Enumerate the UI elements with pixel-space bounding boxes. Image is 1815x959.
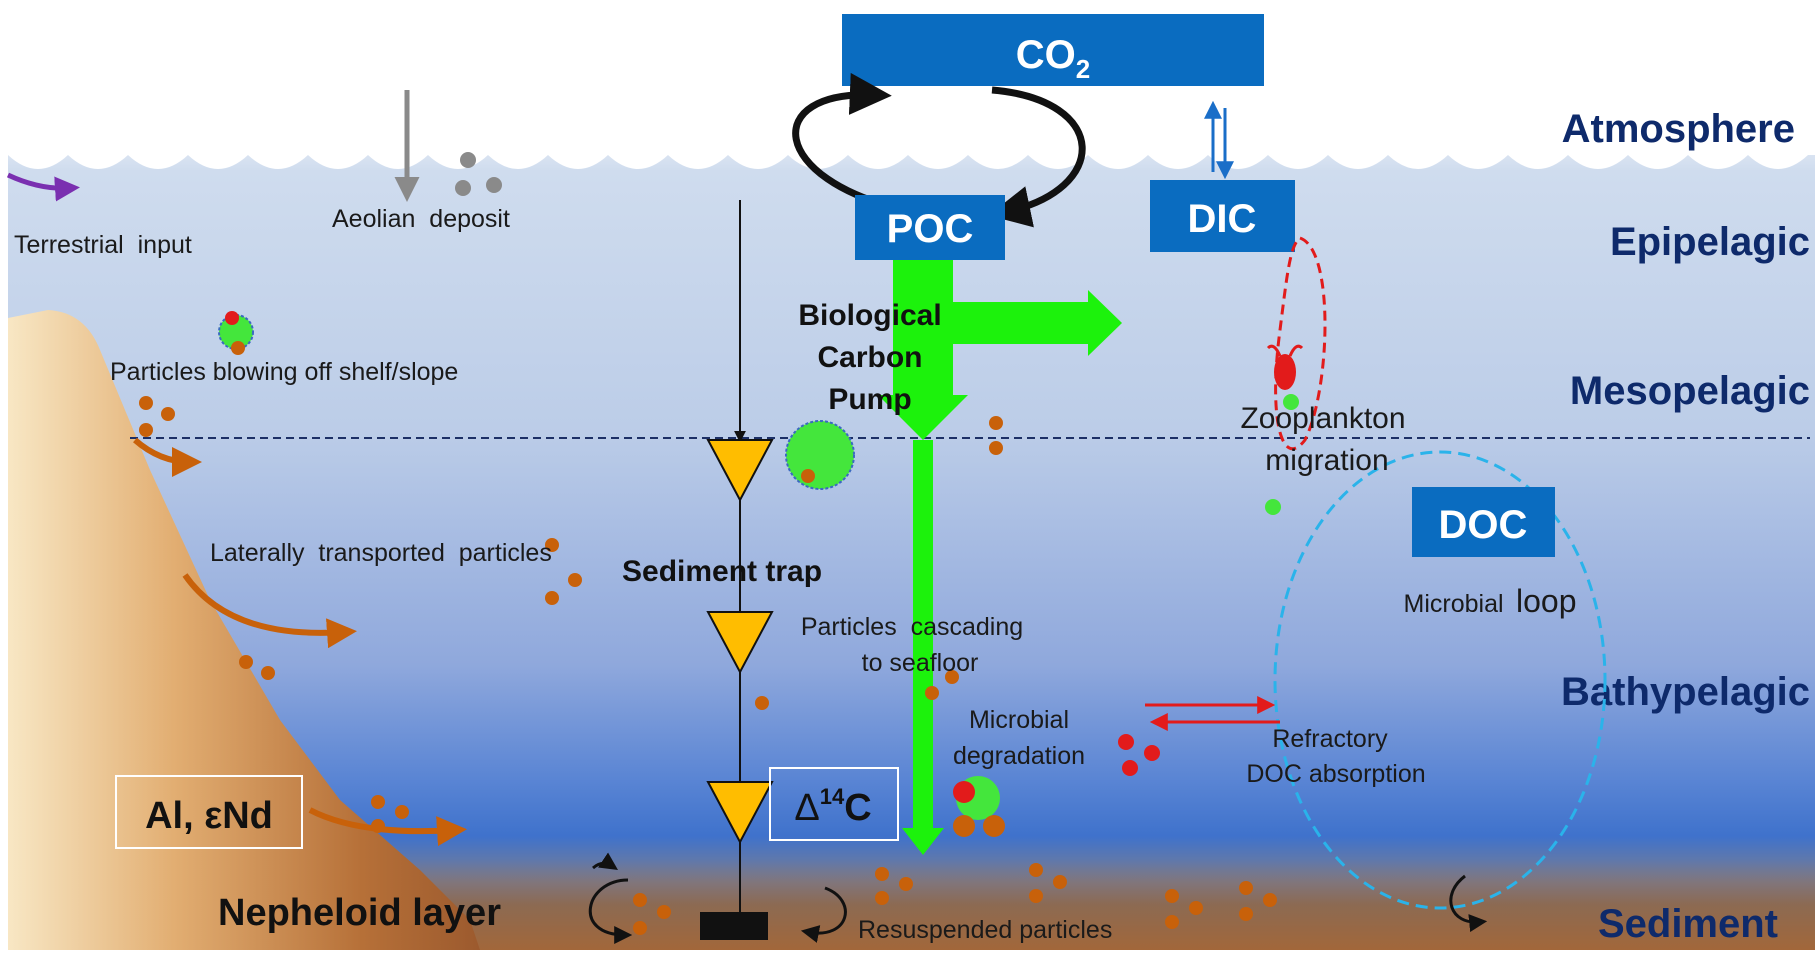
resuspension-arrow	[592, 852, 618, 870]
delta-14c-box: Δ14C	[769, 767, 899, 841]
sea-surface-waves	[8, 95, 1815, 169]
co2-subscript: 2	[1076, 54, 1090, 84]
zooplankton-icon	[1266, 344, 1304, 390]
label-refractory-line2: DOC absorption	[1246, 760, 1425, 788]
resuspension-arrow	[800, 886, 847, 943]
label-particles-shelf: Particles blowing off shelf/slope	[110, 358, 458, 386]
label-cascading-line2: to seafloor	[862, 649, 979, 677]
poc-label: POC	[887, 207, 974, 251]
svg-text:Δ14C: Δ14C	[794, 784, 871, 829]
zone-sediment: Sediment	[1598, 902, 1778, 946]
green-particle	[1283, 394, 1299, 410]
zone-epipelagic: Epipelagic	[1610, 220, 1810, 264]
delta-carbon: C	[844, 787, 871, 829]
terrestrial-input-arrow	[6, 172, 80, 202]
sediment-trap-mooring	[700, 200, 774, 940]
label-refractory-line1: Refractory	[1272, 725, 1388, 753]
co2-box: CO2	[842, 14, 1264, 86]
biological-pump-arrows	[878, 260, 1122, 855]
label-terrestrial-input: Terrestrial input	[14, 231, 192, 259]
label-zooplankton-line1: Zooplankton	[1240, 402, 1405, 435]
red-particles	[225, 311, 1160, 803]
zooplankton-migration-loop	[1274, 236, 1327, 451]
lateral-arrow-1	[133, 437, 202, 477]
label-degradation-line2: degradation	[953, 742, 1085, 770]
microbial-loop-ellipse	[1273, 450, 1607, 910]
label-cascading-line1: Particles cascading	[801, 613, 1023, 641]
sediment-trap-1	[706, 439, 774, 503]
dic-label: DIC	[1188, 197, 1257, 241]
zone-atmosphere: Atmosphere	[1562, 107, 1795, 151]
resuspension-arrow	[588, 878, 633, 944]
lateral-arrow-2	[182, 573, 357, 649]
doc-label: DOC	[1439, 503, 1528, 547]
continental-shelf	[8, 310, 480, 950]
zone-bathypelagic: Bathypelagic	[1561, 670, 1810, 714]
label-bio-pump-line3: Pump	[828, 383, 911, 416]
label-sediment-trap: Sediment trap	[622, 555, 822, 588]
al-end-box: Al, εNd	[115, 775, 303, 849]
label-aeolian-deposit: Aeolian deposit	[332, 205, 510, 233]
cycle-arrow-right	[988, 86, 1086, 228]
label-bio-pump-line1: Biological	[798, 299, 941, 332]
dic-box: DIC	[1150, 180, 1295, 252]
orange-particles	[139, 341, 1277, 935]
svg-text:Microbial loop: Microbial loop	[1404, 583, 1577, 619]
sediment-trap-2	[706, 611, 774, 675]
sediment-trap-3	[706, 781, 774, 845]
label-microbial-loop-a: Microbial	[1404, 590, 1504, 618]
resuspension-arrow	[1449, 874, 1488, 933]
co2-label: CO	[1016, 33, 1076, 77]
green-particle	[1265, 499, 1281, 515]
label-lateral-particles: Laterally transported particles	[210, 539, 552, 567]
label-degradation-line1: Microbial	[969, 706, 1069, 734]
mooring-anchor	[700, 912, 768, 940]
label-bio-pump-line2: Carbon	[818, 341, 923, 374]
doc-box: DOC	[1412, 487, 1555, 557]
label-microbial-loop-b: loop	[1516, 583, 1577, 619]
svg-text:CO2: CO2	[1016, 33, 1090, 84]
label-zooplankton-line2: migration	[1265, 444, 1388, 477]
delta-superscript: 14	[820, 784, 845, 809]
poc-box: POC	[855, 195, 1005, 260]
zone-mesopelagic: Mesopelagic	[1570, 369, 1810, 413]
label-resuspended-particles: Resuspended particles	[858, 916, 1112, 944]
al-end-label: Al, εNd	[145, 795, 273, 837]
aeolian-dust-particles	[455, 152, 502, 196]
delta-symbol: Δ	[794, 787, 819, 829]
label-nepheloid-layer: Nepheloid layer	[218, 892, 501, 934]
particle-aggregate	[785, 420, 855, 490]
